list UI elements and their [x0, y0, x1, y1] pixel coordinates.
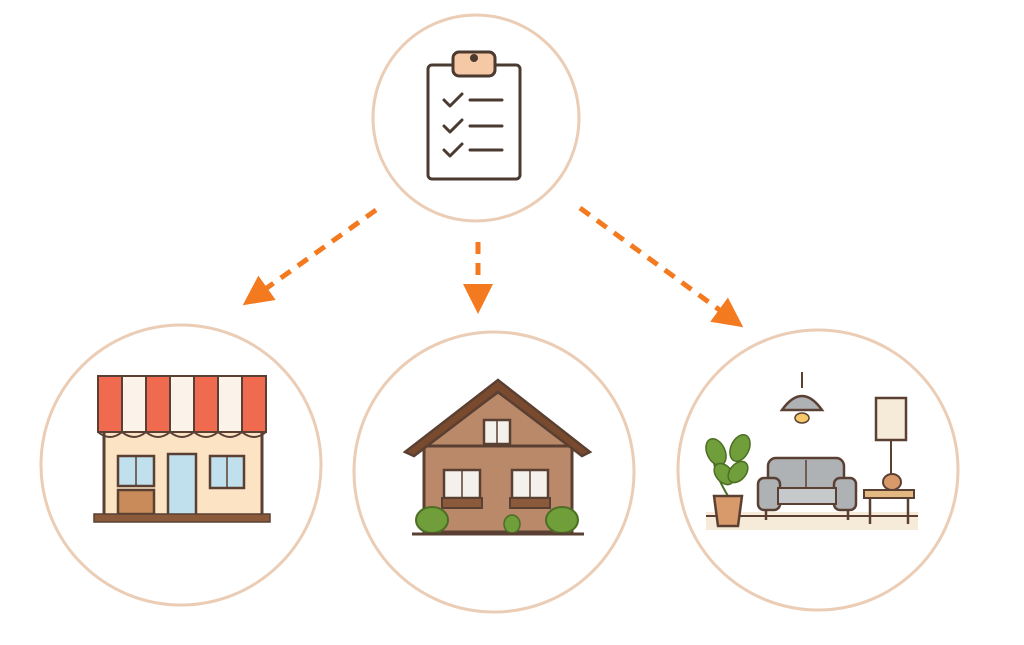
connector-arrows	[242, 205, 744, 328]
house-icon	[402, 378, 593, 536]
clipboard-checklist-icon	[426, 50, 522, 181]
storefront-icon	[93, 375, 271, 523]
house-node	[352, 330, 636, 614]
arrow-to-living-room	[578, 205, 744, 328]
arrow-to-storefront	[242, 207, 378, 306]
living-room-node	[676, 328, 960, 612]
center-node	[371, 13, 581, 223]
storefront-node	[39, 323, 323, 607]
living-room-icon	[705, 372, 918, 530]
